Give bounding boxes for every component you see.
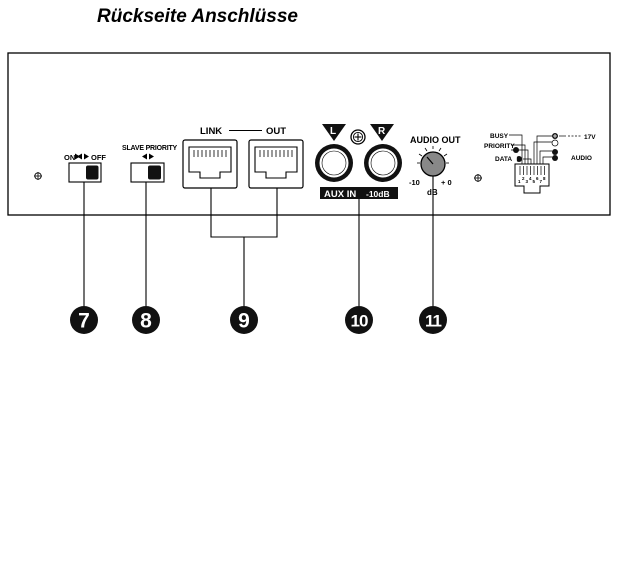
callout-8: 8 bbox=[132, 306, 160, 334]
aux-in-label: AUX IN bbox=[324, 189, 356, 200]
svg-text:11: 11 bbox=[425, 312, 442, 331]
aux-right-marker: R bbox=[370, 124, 394, 141]
rj45-link-jack[interactable] bbox=[182, 139, 238, 189]
callout-10: 10 bbox=[345, 306, 373, 334]
aux-in-left-jack[interactable] bbox=[315, 144, 353, 182]
pin-number: 1 bbox=[518, 179, 521, 184]
pinout-diagram: BUSY PRIORITY DATA 17V AUDIO bbox=[484, 133, 596, 194]
svg-text:9: 9 bbox=[238, 310, 250, 333]
link-label: LINK bbox=[200, 126, 222, 137]
audio-out-label: AUDIO OUT bbox=[410, 135, 461, 145]
switch-on-label: ON bbox=[64, 153, 75, 162]
pin-data-label: DATA bbox=[495, 156, 512, 163]
callout-leaders bbox=[83, 176, 434, 306]
pin-number: 4 bbox=[529, 176, 532, 181]
rear-panel bbox=[7, 52, 611, 216]
arrow-left-icon bbox=[142, 153, 147, 160]
pin-number: 2 bbox=[522, 176, 525, 181]
arrow-right-icon bbox=[84, 153, 89, 160]
audio-out-unit: dB bbox=[427, 188, 438, 197]
slave-priority-switch[interactable] bbox=[130, 162, 165, 183]
aux-in-right-jack[interactable] bbox=[364, 144, 402, 182]
pin-voltage-label: 17V bbox=[584, 134, 596, 141]
out-label: OUT bbox=[266, 126, 286, 137]
callout-11: 11 bbox=[419, 306, 447, 334]
arrow-left-icon bbox=[77, 153, 82, 160]
pin-number: 5 bbox=[533, 179, 536, 184]
audio-out-knob[interactable] bbox=[420, 151, 446, 177]
svg-text:R: R bbox=[378, 126, 386, 137]
power-switch[interactable] bbox=[68, 162, 102, 183]
aux-in-label-bar bbox=[320, 187, 398, 199]
pin-number: 7 bbox=[540, 179, 543, 184]
aux-left-marker: L bbox=[322, 124, 346, 141]
aux-in-level: -10dB bbox=[366, 189, 390, 199]
pin-priority-label: PRIORITY bbox=[484, 143, 515, 150]
audio-out-scale-ticks bbox=[417, 146, 449, 164]
ground-screw-icon bbox=[350, 129, 366, 145]
page-title: Rückseite Anschlüsse bbox=[97, 6, 298, 27]
pin-number: 3 bbox=[526, 179, 529, 184]
switch-off-label: OFF bbox=[91, 153, 106, 162]
callout-9: 9 bbox=[230, 306, 258, 334]
arrow-right-icon bbox=[149, 153, 154, 160]
mounting-screw-left bbox=[34, 172, 42, 180]
pin-number: 8 bbox=[543, 176, 546, 181]
pin-audio-label: AUDIO bbox=[571, 155, 592, 162]
mounting-screw-right bbox=[474, 174, 482, 182]
svg-text:8: 8 bbox=[140, 310, 152, 333]
svg-text:L: L bbox=[330, 126, 336, 137]
pin-number: 6 bbox=[536, 176, 539, 181]
svg-text:7: 7 bbox=[78, 310, 90, 333]
rj45-out-jack[interactable] bbox=[248, 139, 304, 189]
svg-text:10: 10 bbox=[351, 312, 368, 331]
slave-priority-label: SLAVE PRIORITY bbox=[122, 145, 178, 152]
callout-7: 7 bbox=[70, 306, 98, 334]
audio-out-max: + 0 bbox=[441, 178, 452, 187]
audio-out-min: -10 bbox=[409, 178, 420, 187]
pin-busy-label: BUSY bbox=[490, 133, 509, 140]
